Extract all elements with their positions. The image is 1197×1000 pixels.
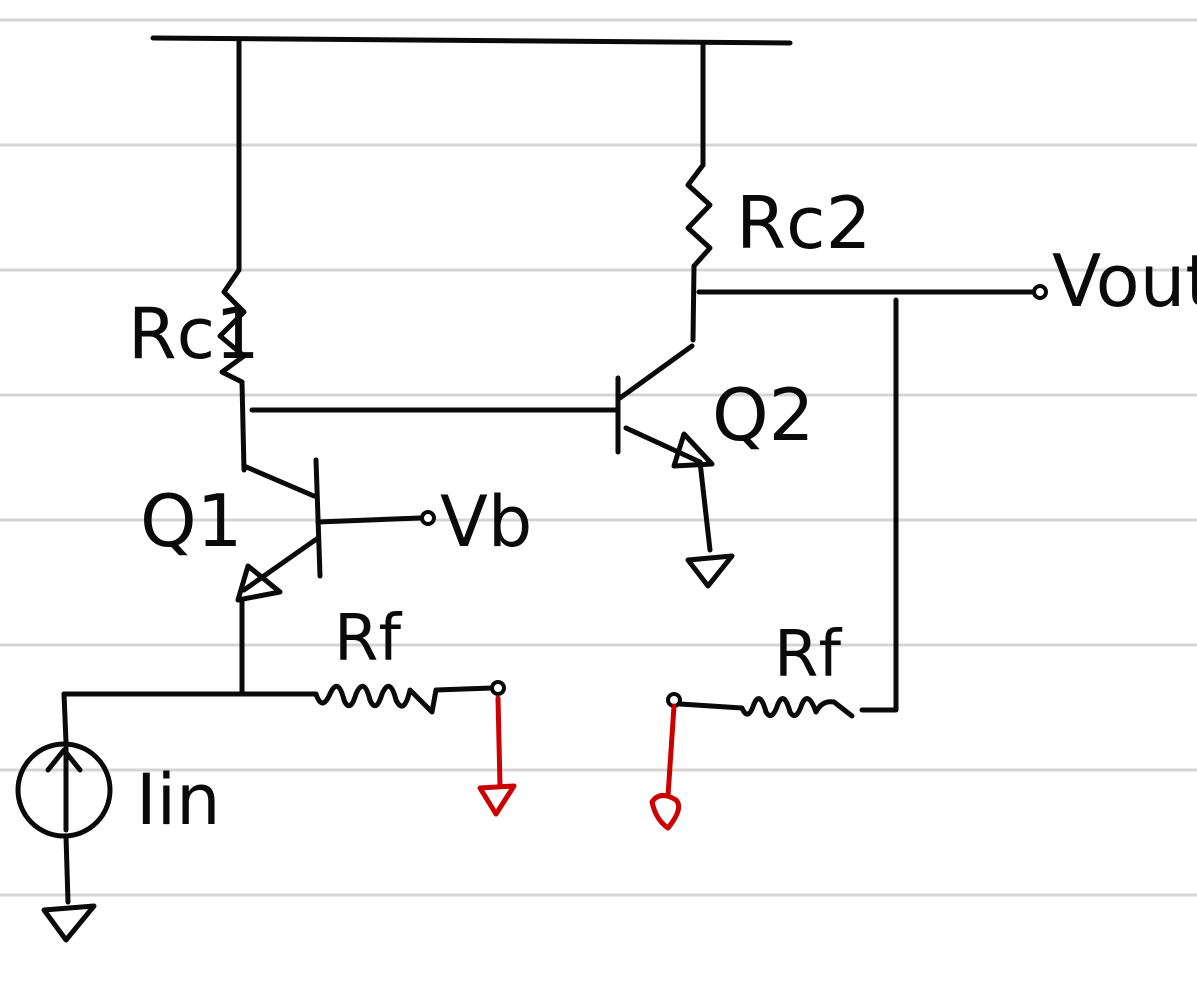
resistor-rc1 — [217, 267, 247, 473]
vb-terminal — [420, 510, 436, 526]
label-rc2: Rc2 — [736, 181, 871, 265]
label-vb: Vb — [440, 481, 532, 563]
label-rf-right: Rf — [774, 618, 842, 692]
ground-symbol-q2-emitter — [685, 553, 735, 589]
red-ground-right — [649, 703, 682, 831]
label-rf-left: Rf — [334, 602, 402, 676]
red-ground-left — [477, 695, 517, 817]
label-q1: Q1 — [140, 479, 242, 563]
vout-terminal — [1032, 284, 1048, 300]
label-rc1: Rc1 — [128, 293, 260, 375]
label-vout: Vout — [1052, 239, 1197, 323]
ruled-lines — [0, 18, 1197, 897]
vout-net — [696, 284, 1048, 713]
resistor-rc2 — [685, 162, 713, 343]
rf-right-net — [666, 692, 855, 719]
transistor-q2 — [615, 343, 735, 589]
label-q2: Q2 — [712, 373, 814, 457]
resistor-rf-left — [313, 683, 495, 715]
ground-symbol-iin — [41, 903, 97, 943]
rf-left-open-terminal — [490, 680, 506, 696]
resistor-rf-right — [677, 696, 855, 719]
input-net — [61, 680, 506, 715]
current-source-iin — [15, 691, 113, 943]
label-iin: Iin — [136, 759, 220, 841]
supply-rail — [150, 35, 793, 273]
transistor-q1 — [235, 457, 436, 695]
